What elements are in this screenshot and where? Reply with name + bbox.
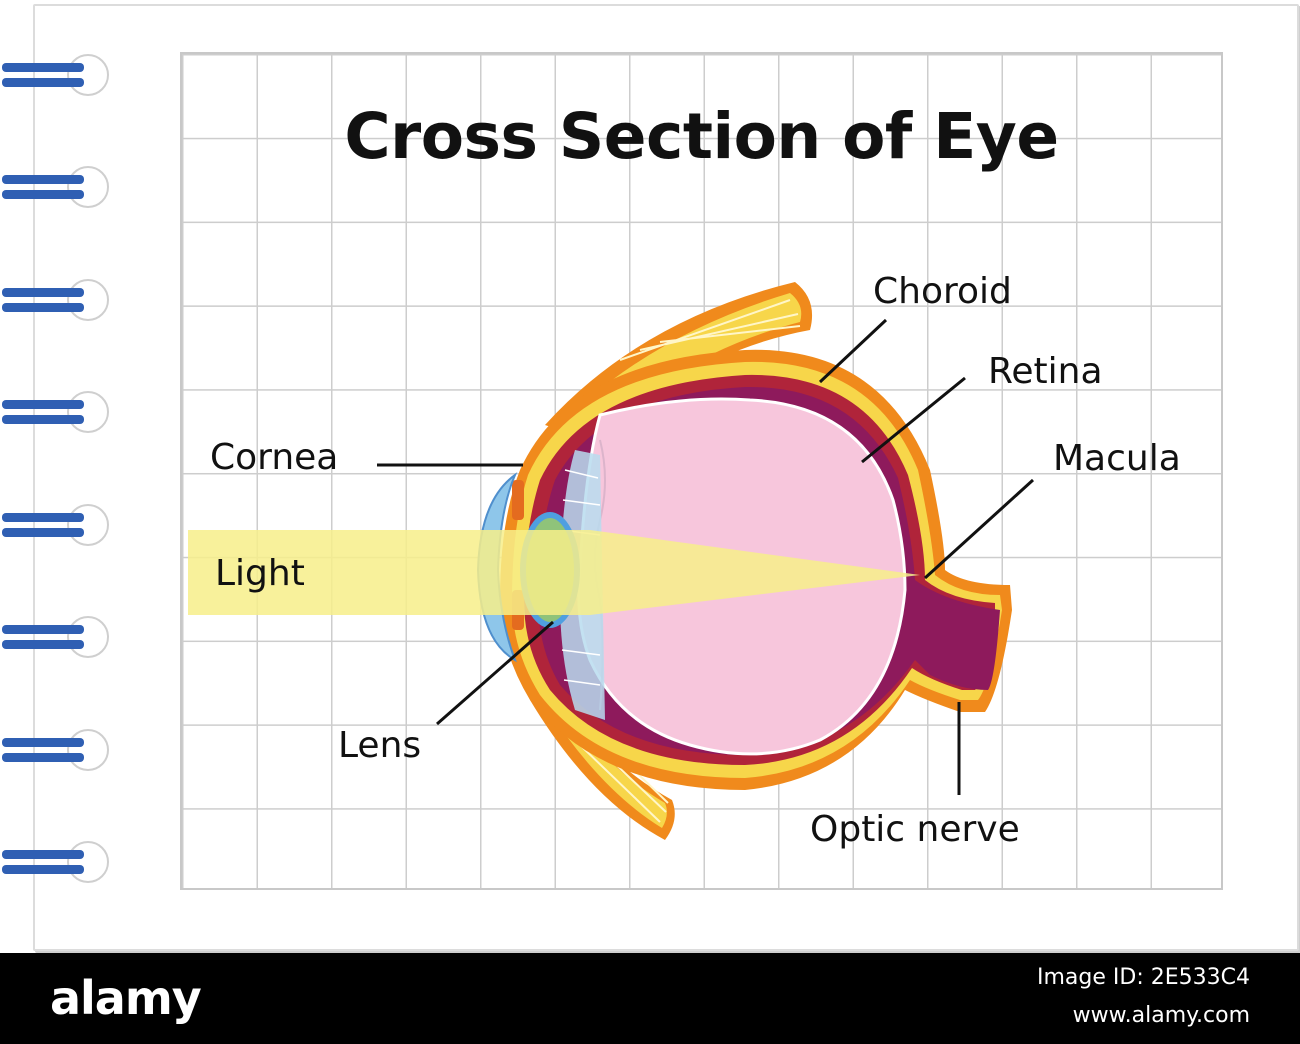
spiral-ring-icon	[2, 729, 109, 771]
choroid-leader-line	[818, 318, 888, 384]
image-id-text: Image ID: 2E533C4	[1037, 965, 1250, 990]
light-beam	[188, 530, 920, 615]
footer-banner: alamy Image ID: 2E533C4 www.alamy.com	[0, 953, 1300, 1044]
spiral-ring-icon	[2, 54, 109, 96]
eye-cross-section-illustration	[188, 282, 1035, 840]
label-optic-nerve: Optic nerve	[810, 809, 1020, 850]
label-choroid: Choroid	[873, 271, 1012, 312]
spiral-ring-icon	[2, 166, 109, 208]
label-macula: Macula	[1053, 438, 1181, 479]
spiral-ring-icon	[2, 504, 109, 546]
spiral-ring-icon	[2, 391, 109, 433]
retina-leader-line	[861, 376, 966, 464]
diagram-title: Cross Section of Eye	[344, 100, 1059, 173]
label-cornea: Cornea	[210, 437, 339, 478]
brand-logo: alamy	[50, 971, 202, 1025]
spiral-ring-icon	[2, 616, 109, 658]
macula-leader-line	[923, 478, 1035, 580]
spiral-ring-icon	[2, 279, 109, 321]
iris-upper	[512, 480, 524, 520]
label-lens: Lens	[338, 725, 422, 766]
spiral-ring-icon	[2, 841, 109, 883]
label-light: Light	[215, 553, 305, 594]
site-url-text: www.alamy.com	[1072, 1003, 1250, 1028]
lens-leader-line	[436, 620, 554, 726]
label-retina: Retina	[988, 351, 1103, 392]
